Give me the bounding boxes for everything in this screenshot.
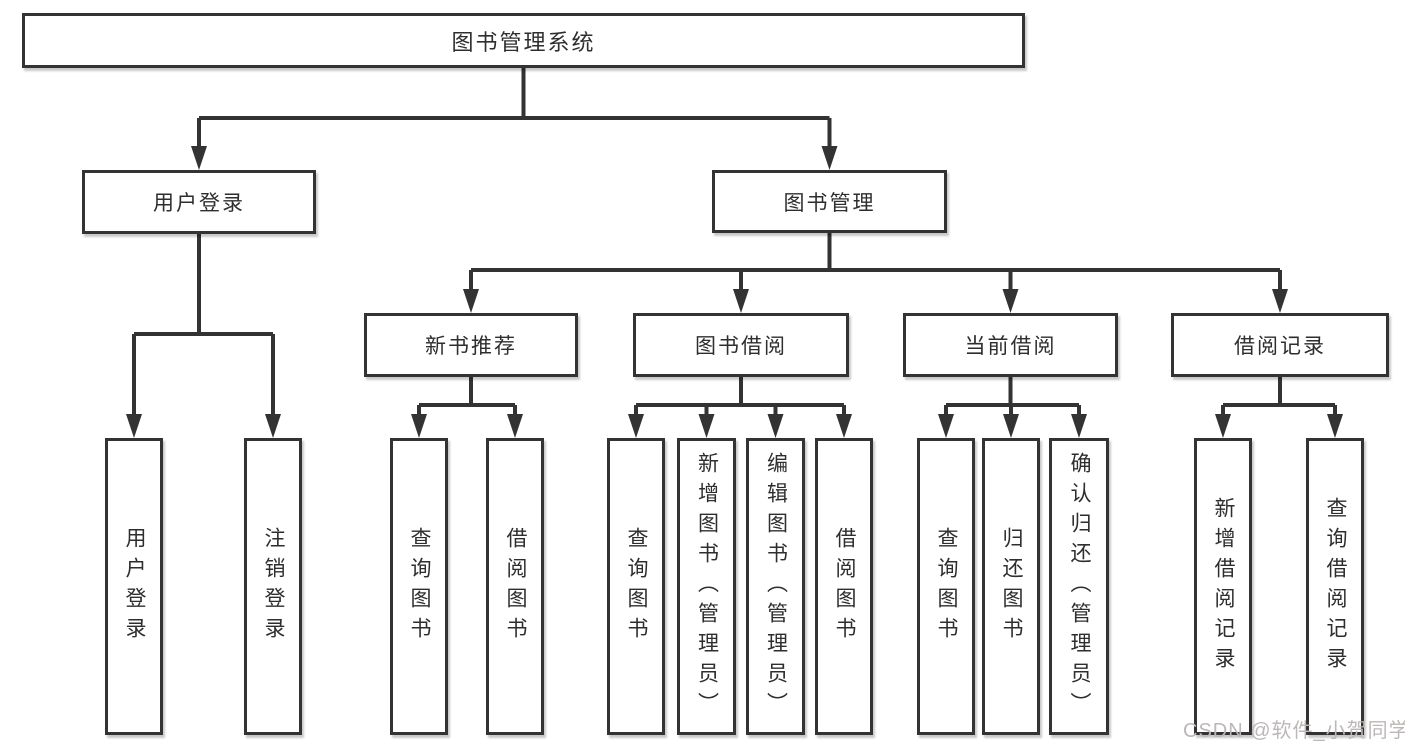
leaf-confirm-return-admin: 确认归还（管理员） (1049, 438, 1109, 735)
leaf-borrow-books-1: 借阅图书 (486, 438, 544, 735)
arrowhead (938, 414, 954, 438)
connector-root-to-level2 (197, 66, 832, 148)
arrowhead (733, 289, 749, 313)
leaf-query-books-2: 查询图书 (607, 438, 665, 735)
connector-borrow-records-branch (1221, 377, 1337, 416)
leaf-label: 编辑图书（管理员） (764, 451, 788, 722)
connector-book-mgmt-branch (469, 233, 1282, 291)
leaf-label: 借阅图书 (833, 526, 856, 647)
csdn-watermark: CSDN @软件_小贺同学 (1183, 720, 1405, 742)
arrowhead (821, 146, 838, 170)
leaf-query-borrow-record: 查询借阅记录 (1306, 438, 1364, 735)
arrowhead (628, 414, 644, 438)
node-user-login: 用户登录 (82, 170, 316, 234)
node-book-borrow: 图书借阅 (633, 313, 849, 377)
arrowhead (767, 414, 784, 438)
arrowhead (463, 289, 479, 313)
node-new-book-rec: 新书推荐 (364, 313, 578, 377)
arrowhead (411, 414, 427, 438)
leaf-label: 归还图书 (1000, 526, 1023, 647)
leaf-label: 用户登录 (123, 526, 146, 647)
arrowhead (1003, 414, 1019, 438)
arrowhead (836, 414, 852, 438)
leaf-label: 查询图书 (408, 526, 431, 647)
leaf-logout: 注销登录 (244, 438, 302, 735)
node-current-borrow: 当前借阅 (903, 313, 1118, 377)
arrowhead (126, 414, 142, 438)
arrowhead (1272, 289, 1288, 313)
leaf-edit-book-admin: 编辑图书（管理员） (746, 438, 805, 735)
arrowhead (507, 414, 523, 438)
leaf-label: 新增借阅记录 (1212, 496, 1235, 677)
leaf-add-borrow-record: 新增借阅记录 (1194, 438, 1252, 735)
arrowhead (1002, 289, 1019, 313)
leaf-query-books-3: 查询图书 (917, 438, 975, 735)
node-borrow-records: 借阅记录 (1171, 313, 1389, 377)
leaf-label: 查询图书 (935, 526, 958, 647)
leaf-label: 查询借阅记录 (1324, 496, 1347, 677)
connector-current-borrow-branch (944, 377, 1081, 416)
arrowhead (1215, 414, 1231, 438)
connector-new-book-branch (417, 377, 517, 416)
leaf-label: 注销登录 (262, 526, 285, 647)
leaf-label: 查询图书 (625, 526, 648, 647)
arrowhead (1071, 414, 1087, 438)
arrowhead (698, 414, 715, 438)
leaf-return-book: 归还图书 (982, 438, 1040, 735)
node-book-mgmt: 图书管理 (712, 170, 947, 233)
connector-user-login-branch (132, 234, 275, 416)
leaf-label: 新增图书（管理员） (695, 451, 719, 722)
arrowhead (1327, 414, 1343, 438)
leaf-borrow-books-2: 借阅图书 (815, 438, 873, 735)
connector-book-borrow-branch (634, 377, 846, 416)
leaf-label: 确认归还（管理员） (1068, 451, 1091, 722)
leaf-query-books-1: 查询图书 (390, 438, 448, 735)
leaf-user-login: 用户登录 (105, 438, 163, 735)
leaf-label: 借阅图书 (504, 526, 527, 647)
leaf-add-book-admin: 新增图书（管理员） (677, 438, 736, 735)
arrowhead (191, 146, 207, 170)
node-root: 图书管理系统 (22, 13, 1025, 68)
arrowhead (265, 414, 281, 438)
